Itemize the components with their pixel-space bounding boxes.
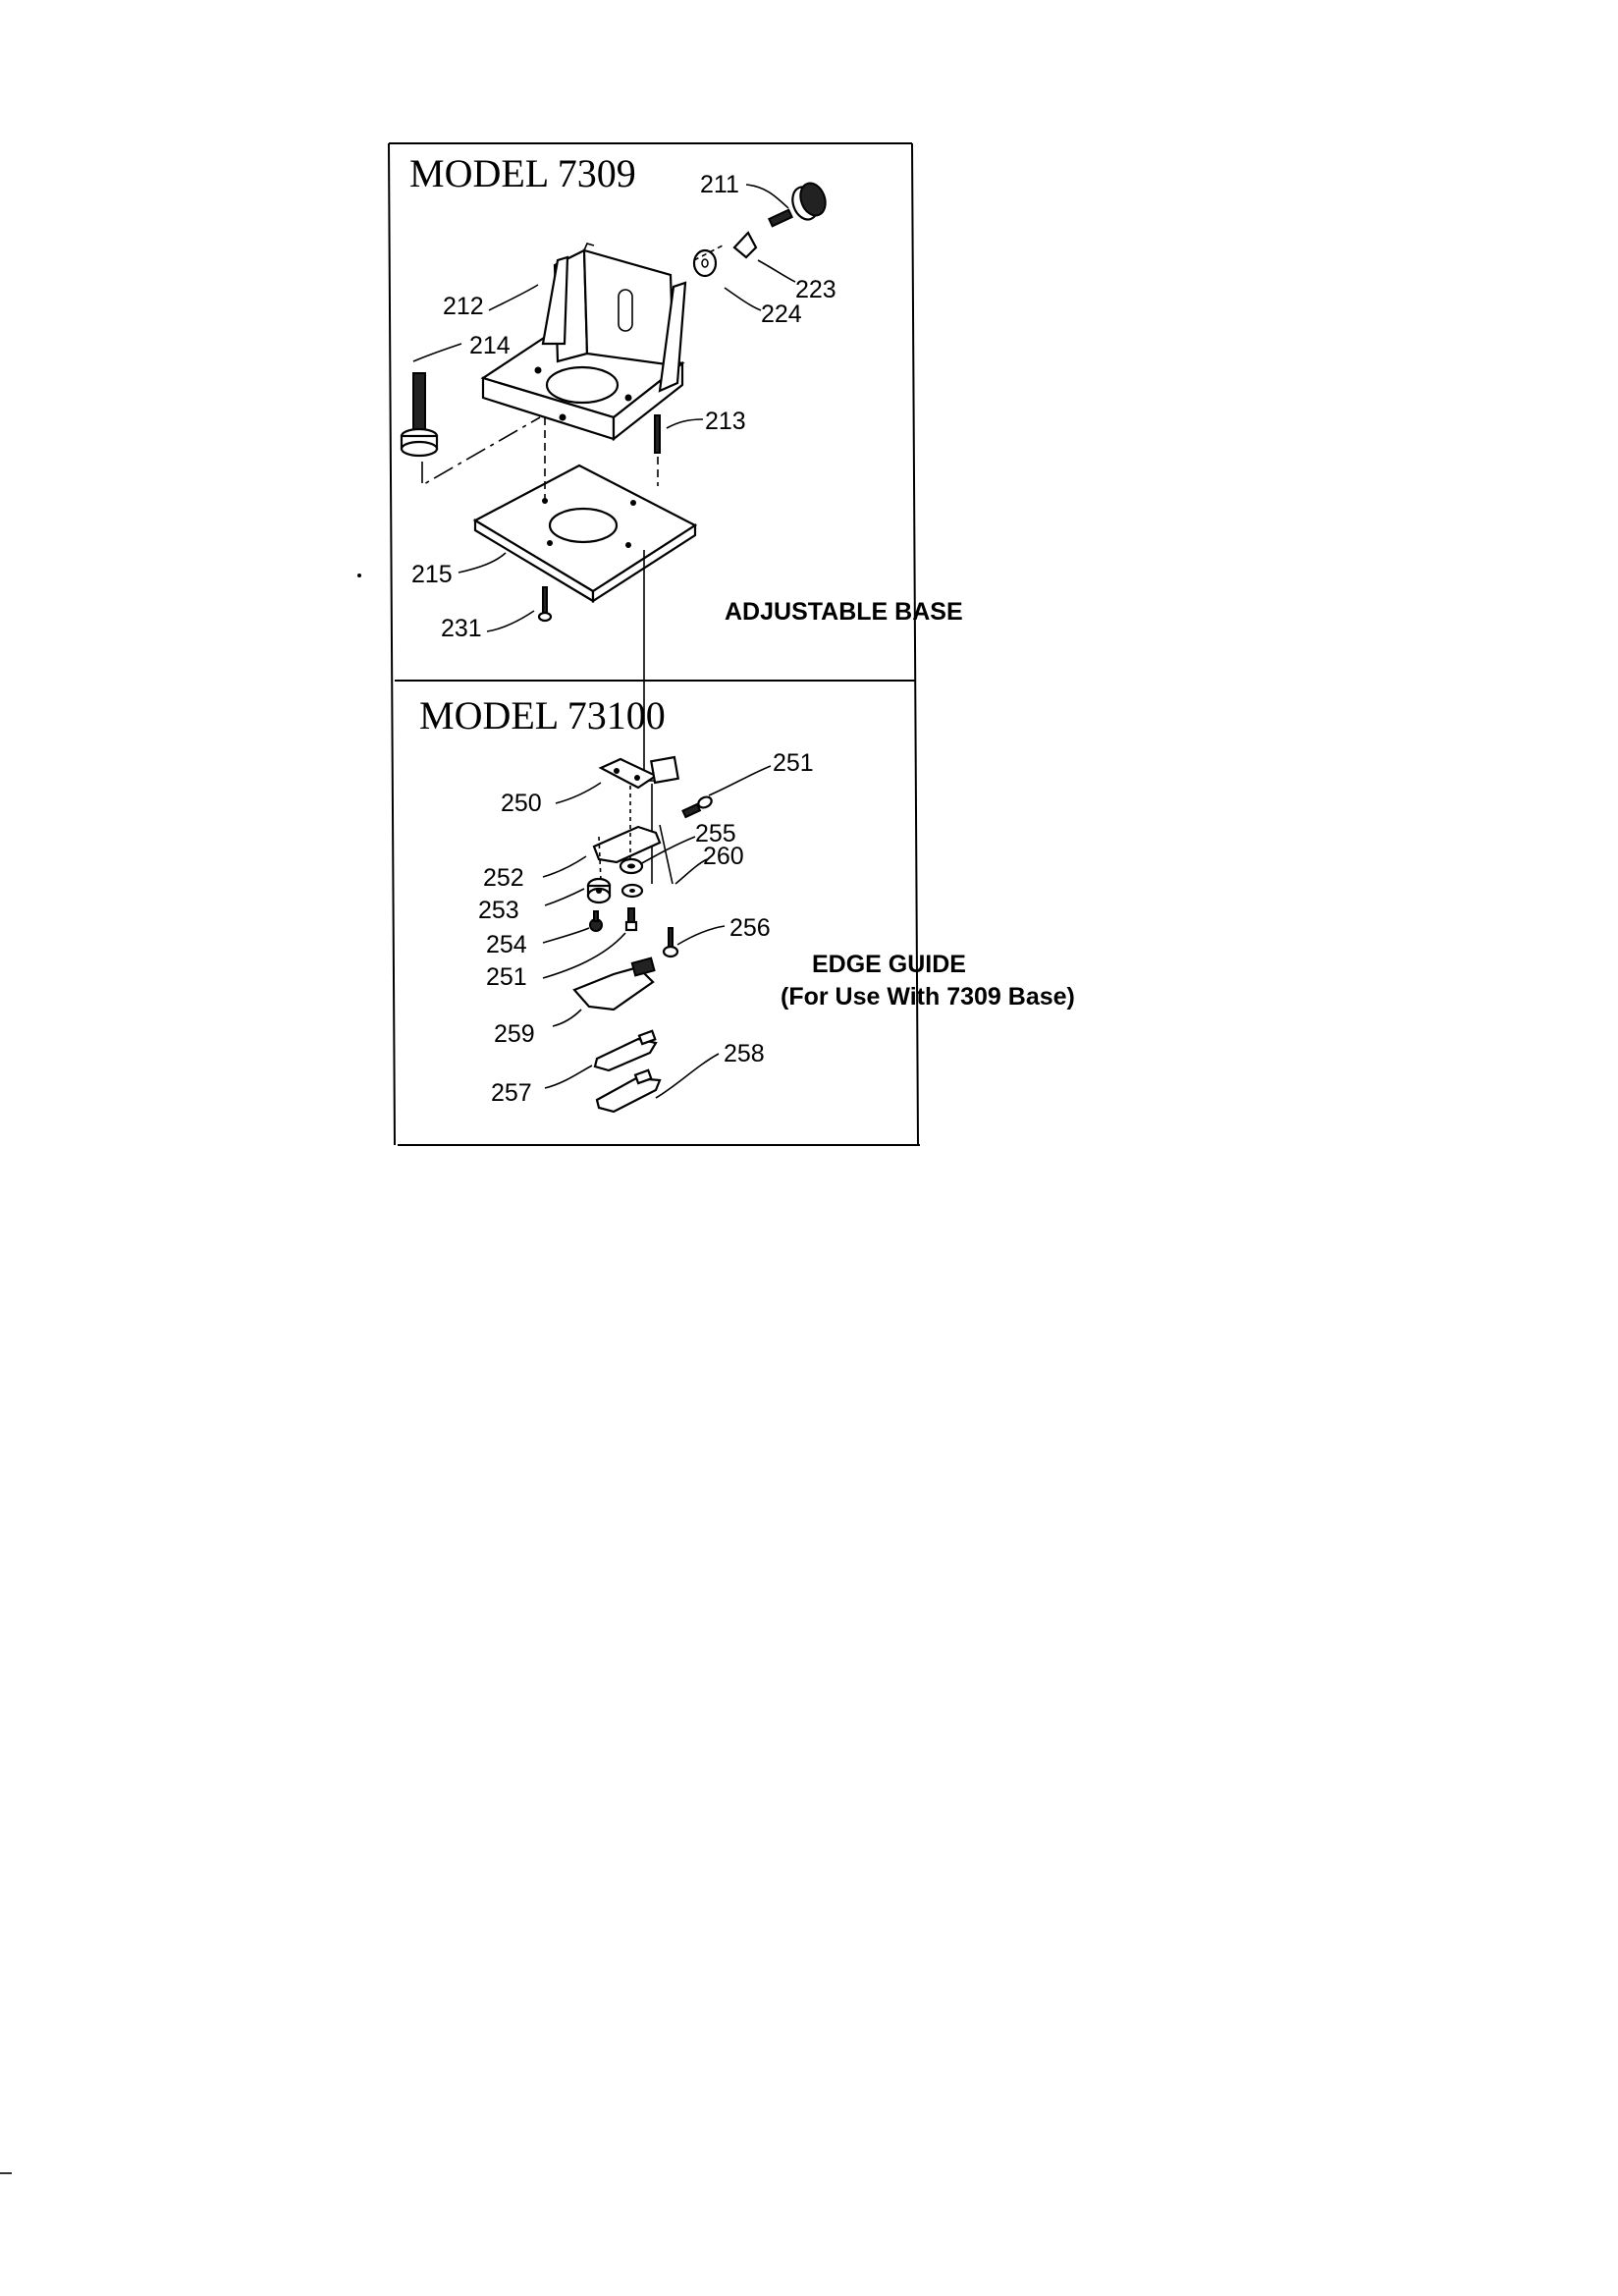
plate-215-drawing xyxy=(472,464,698,604)
nut-253-drawing xyxy=(586,877,612,904)
callout-250: 250 xyxy=(501,790,542,817)
model-7309-title: MODEL 7309 xyxy=(409,151,636,195)
callout-214: 214 xyxy=(469,332,511,359)
callout-212: 212 xyxy=(443,293,484,320)
pin-251-lower-drawing xyxy=(624,907,638,932)
callout-251-upper: 251 xyxy=(773,749,814,777)
scan-speck xyxy=(357,574,361,577)
panel-frames xyxy=(388,142,920,1146)
washers-255-260-drawing xyxy=(619,857,644,899)
callout-258: 258 xyxy=(724,1040,765,1067)
callout-251-lower: 251 xyxy=(486,963,527,991)
callout-231: 231 xyxy=(441,615,482,642)
screw-256-drawing xyxy=(662,927,679,958)
arm-252-drawing xyxy=(592,825,662,864)
callout-215: 215 xyxy=(411,561,453,588)
knob-assembly-drawing xyxy=(692,182,827,278)
callout-260: 260 xyxy=(703,843,744,870)
screw-231-drawing xyxy=(537,586,553,623)
screw-254-drawing xyxy=(589,910,603,932)
pin-213-drawing xyxy=(654,414,661,454)
shoe-259-drawing xyxy=(572,957,656,1011)
callout-254: 254 xyxy=(486,931,527,958)
edge-guide-caption: EDGE GUIDE xyxy=(812,951,966,978)
callout-256: 256 xyxy=(729,914,771,942)
callout-253: 253 xyxy=(478,897,519,924)
bottom-leader-lines xyxy=(542,765,772,1099)
callout-211: 211 xyxy=(700,171,739,198)
callout-213: 213 xyxy=(705,408,746,435)
model-73100-title: MODEL 73100 xyxy=(419,693,666,738)
callout-255: 255 xyxy=(695,820,736,847)
callout-252: 252 xyxy=(483,864,524,892)
tips-257-258-drawing xyxy=(593,1029,662,1114)
callout-257: 257 xyxy=(491,1079,532,1107)
callout-224: 224 xyxy=(761,301,802,328)
adjustable-base-caption: ADJUSTABLE BASE xyxy=(725,598,963,626)
bolt-214-drawing xyxy=(400,372,439,458)
bracket-212-drawing xyxy=(480,243,687,442)
screw-251-upper-drawing xyxy=(681,795,713,819)
clamp-250-drawing xyxy=(598,755,680,790)
edge-guide-subcaption: (For Use With 7309 Base) xyxy=(781,983,1075,1011)
callout-223: 223 xyxy=(795,276,836,303)
callout-259: 259 xyxy=(494,1020,535,1048)
